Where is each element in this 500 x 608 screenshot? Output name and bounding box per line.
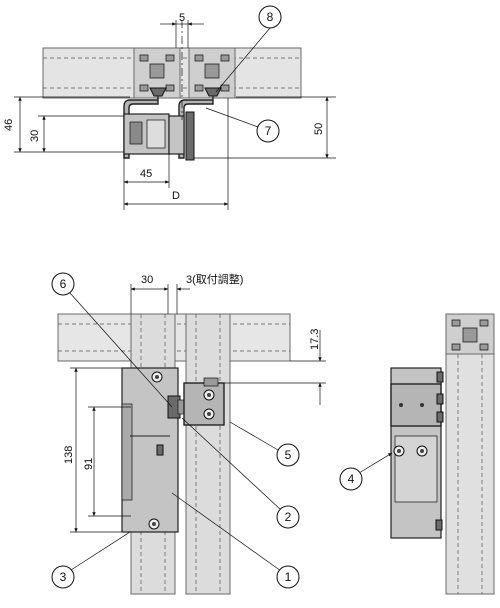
dim-138: 138 [63, 446, 75, 464]
top-view [42, 20, 302, 161]
dim-5: 5 [179, 12, 185, 24]
front-dimensions: 30 3(取付調整) 17.3 138 91 [63, 272, 326, 533]
callout-7: 7 [205, 107, 280, 143]
callout-5: 5 [229, 421, 300, 467]
dim-30-front: 30 [141, 274, 153, 286]
svg-text:1: 1 [285, 570, 292, 584]
svg-text:8: 8 [267, 10, 274, 24]
dim-91: 91 [83, 458, 95, 470]
svg-text:2: 2 [285, 510, 292, 524]
callout-6: 6 [51, 272, 173, 408]
callout-1: 1 [171, 492, 300, 589]
svg-text:6: 6 [60, 277, 67, 291]
dim-30-left: 30 [29, 130, 41, 142]
callout-4: 4 [339, 452, 393, 491]
side-view [390, 313, 495, 595]
svg-text:7: 7 [265, 124, 272, 138]
svg-text:5: 5 [285, 448, 292, 462]
callout-8: 8 [215, 5, 282, 93]
front-view [57, 313, 291, 595]
top-dimensions: 5 46 30 50 45 D [3, 12, 336, 210]
svg-text:4: 4 [348, 472, 355, 486]
dim-17-3: 17.3 [309, 329, 321, 350]
dim-d: D [172, 190, 180, 202]
dim-adjust: 3(取付調整) [186, 272, 243, 286]
dim-50: 50 [313, 123, 325, 135]
dim-45: 45 [140, 168, 152, 180]
svg-text:3: 3 [60, 570, 67, 584]
callout-2: 2 [181, 417, 300, 529]
dim-46: 46 [3, 119, 15, 131]
callout-3: 3 [51, 531, 131, 589]
